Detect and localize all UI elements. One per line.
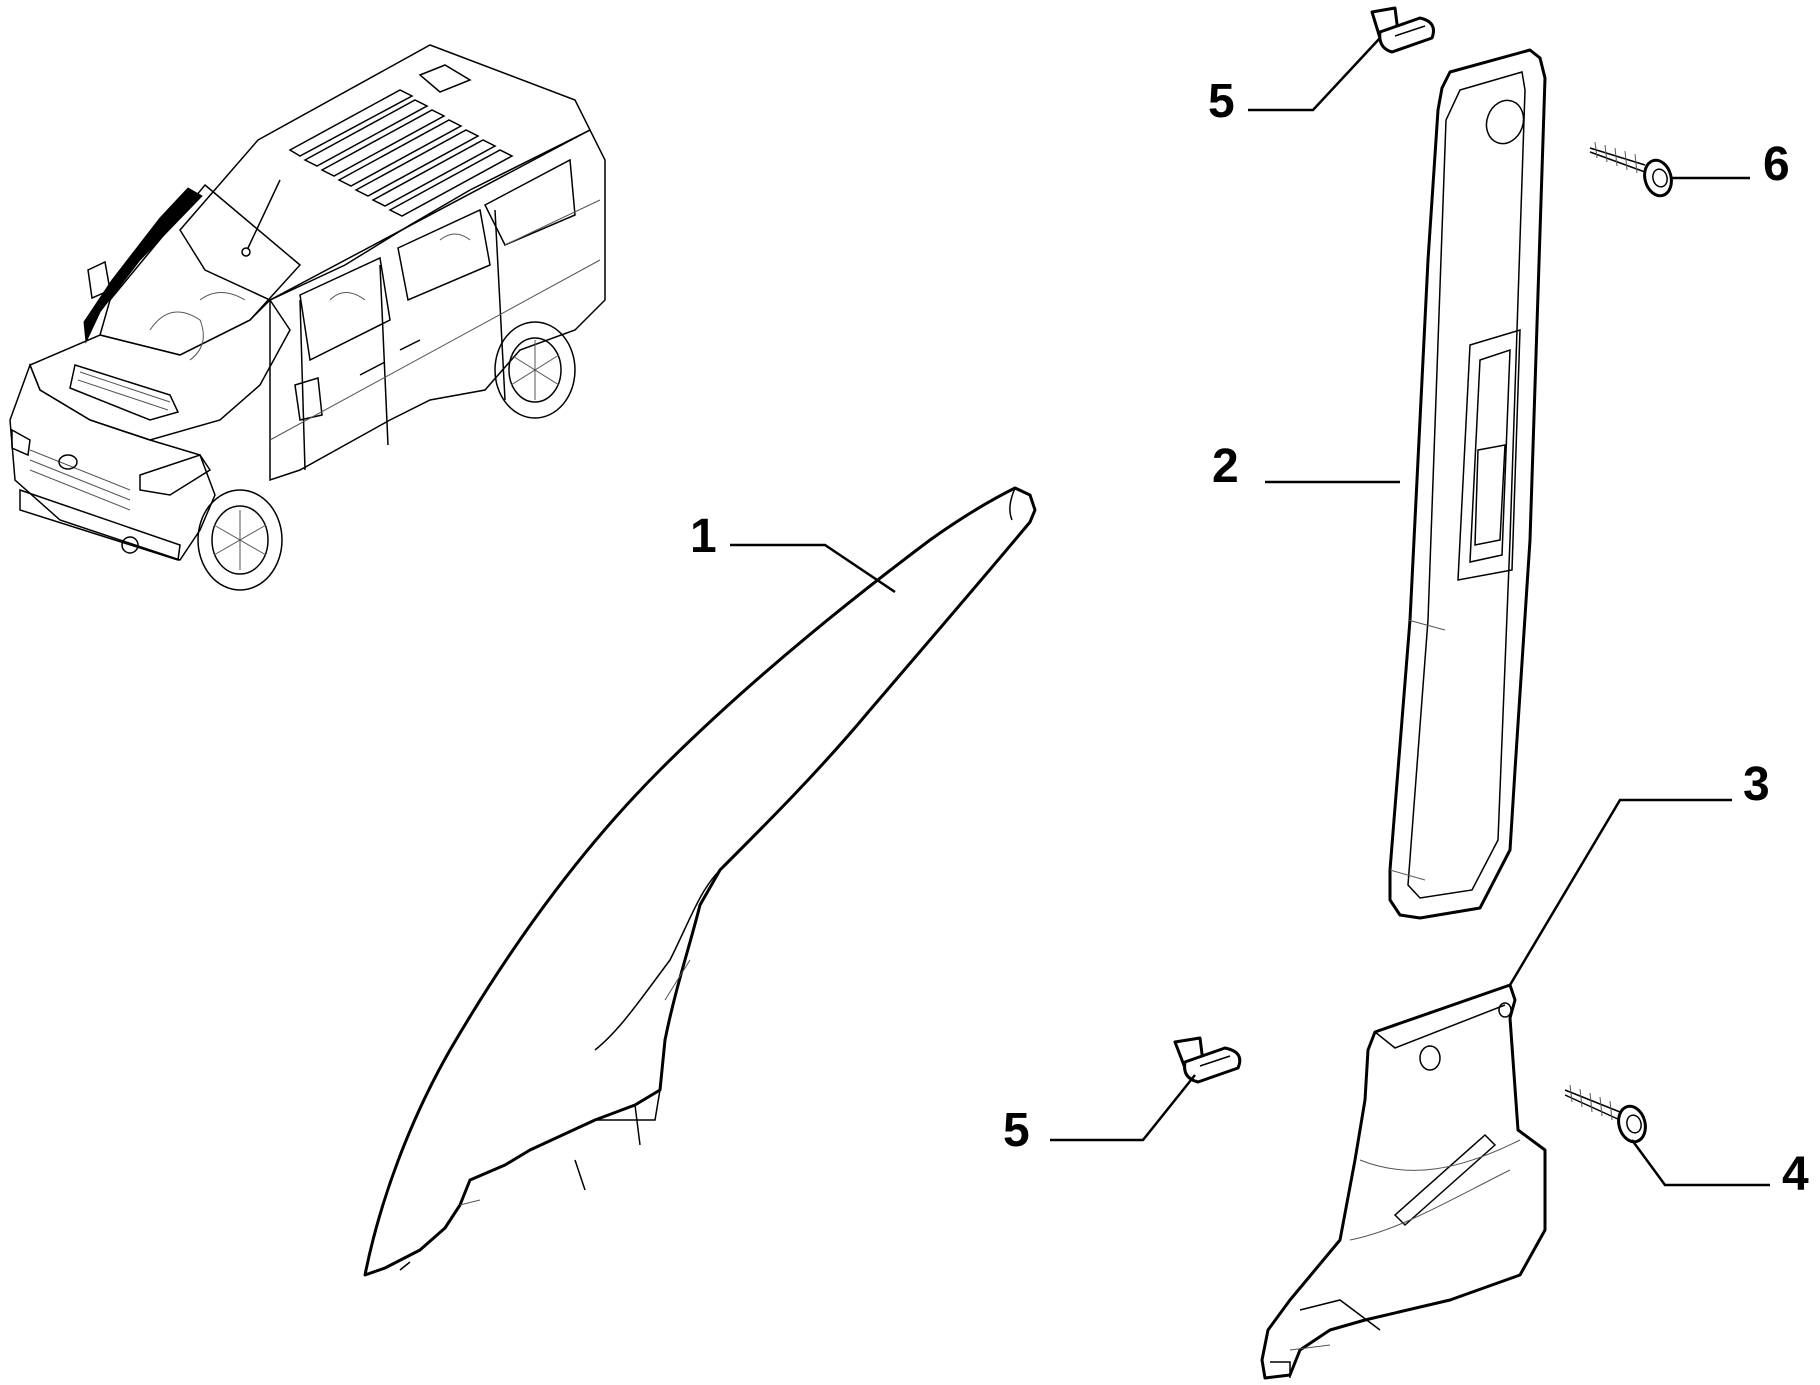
callout-5-lower: 5 (1003, 1104, 1030, 1157)
vehicle-overview (9, 44, 606, 591)
part-b-pillar-lower-trim (1260, 983, 1547, 1380)
callout-1: 1 (690, 510, 717, 563)
callout-labels: 1 2 3 4 5 5 6 (690, 75, 1809, 1201)
screw-4 (1564, 1084, 1647, 1144)
leader-lines (730, 37, 1770, 1187)
screw-6 (1589, 141, 1673, 198)
callout-4: 4 (1782, 1148, 1809, 1201)
leader-5a (1248, 37, 1381, 112)
clip-5-lower (1173, 1036, 1242, 1084)
callout-2: 2 (1212, 440, 1239, 493)
callout-5-upper: 5 (1208, 75, 1235, 128)
leader-3 (1508, 798, 1732, 986)
callout-3: 3 (1743, 758, 1770, 811)
leader-4 (1630, 1139, 1770, 1187)
part-a-pillar-trim (363, 486, 1037, 1277)
clip-5-upper (1370, 6, 1435, 54)
leader-1 (730, 543, 896, 594)
highlighted-pillar (83, 187, 203, 344)
leader-5b (1050, 1074, 1196, 1142)
callout-6: 6 (1763, 138, 1790, 191)
part-b-pillar-upper-trim (1388, 48, 1547, 920)
